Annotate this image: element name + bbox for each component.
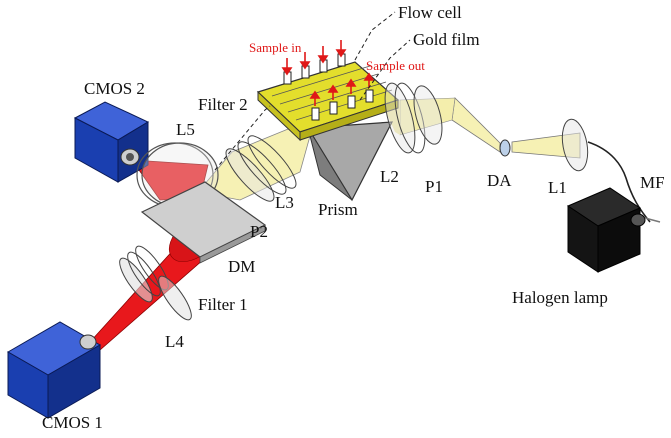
label-l2: L2 xyxy=(380,167,399,186)
da-aperture xyxy=(499,139,511,157)
filter1-discs xyxy=(119,245,192,321)
label-l4: L4 xyxy=(165,332,184,351)
label-l5: L5 xyxy=(176,120,195,139)
label-sample-in: Sample in xyxy=(249,40,302,55)
halogen-lamp xyxy=(566,187,661,273)
dichroic-mirror xyxy=(140,181,267,264)
label-dm: DM xyxy=(228,257,255,276)
labels: Flow cell Gold film Sample in Sample out… xyxy=(42,3,665,432)
label-da: DA xyxy=(487,171,512,190)
l1-lens xyxy=(561,118,589,172)
label-mf: MF xyxy=(640,173,665,192)
l2-p1-discs xyxy=(384,82,443,154)
label-filter1: Filter 1 xyxy=(198,295,248,314)
label-p2: P2 xyxy=(250,222,268,241)
label-flow-cell: Flow cell xyxy=(398,3,462,22)
label-p1: P1 xyxy=(425,177,443,196)
label-halogen-lamp: Halogen lamp xyxy=(512,288,608,307)
label-prism: Prism xyxy=(318,200,358,219)
sample-arrows xyxy=(281,40,375,106)
l3-p2-discs xyxy=(225,135,297,202)
label-sample-out: Sample out xyxy=(366,58,425,73)
label-l1: L1 xyxy=(548,178,567,197)
label-cmos2: CMOS 2 xyxy=(84,79,145,98)
label-cmos1: CMOS 1 xyxy=(42,413,103,432)
multimode-fiber xyxy=(587,141,651,223)
label-gold-film: Gold film xyxy=(413,30,480,49)
cmos2-camera xyxy=(73,101,150,183)
label-filter2: Filter 2 xyxy=(198,95,248,114)
leader-lines xyxy=(214,11,411,171)
cmos1-camera xyxy=(6,321,102,419)
flow-cell-fittings xyxy=(283,53,374,121)
prism xyxy=(306,121,394,202)
label-l3: L3 xyxy=(275,193,294,212)
